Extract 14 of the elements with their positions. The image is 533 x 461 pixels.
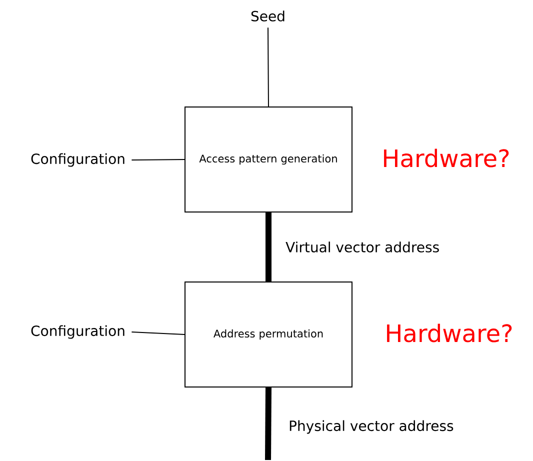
connector-line bbox=[131, 159, 185, 160]
process-box: Access pattern generation bbox=[184, 106, 352, 212]
thick-connector bbox=[266, 212, 272, 282]
process-box: Address permutation bbox=[184, 282, 352, 388]
thick-connector bbox=[265, 387, 272, 460]
hardware-note: Hardware? bbox=[387, 324, 512, 342]
connector-line bbox=[131, 332, 185, 335]
node-text: Configuration bbox=[31, 325, 124, 339]
edge-label: Physical vector address bbox=[290, 420, 454, 434]
edge-label: Virtual vector address bbox=[286, 242, 439, 252]
node-text: Seed bbox=[251, 10, 284, 22]
node-text: Configuration bbox=[31, 153, 124, 167]
hardware-note: Hardware? bbox=[384, 148, 509, 168]
connector-line bbox=[268, 27, 269, 107]
